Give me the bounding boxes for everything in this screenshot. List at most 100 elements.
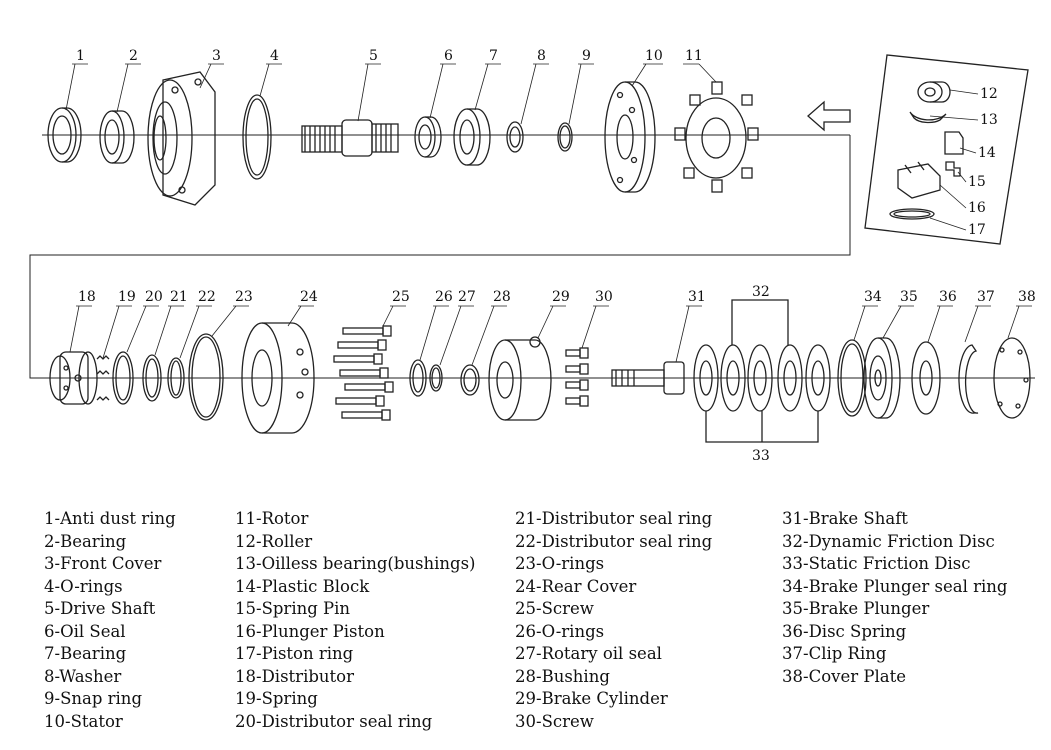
part-label-5: 5 [369, 48, 378, 64]
part-brake-plunger-seal-ring [837, 339, 867, 417]
part-brake-shaft [611, 361, 685, 395]
part-label-28: 28 [493, 289, 511, 305]
part-washer [506, 121, 524, 153]
part-label-16: 16 [968, 200, 986, 216]
part-label-21: 21 [170, 289, 188, 305]
legend-item: 5-Drive Shaft [44, 599, 156, 618]
part-friction-discs [693, 299, 831, 443]
parts-legend: 1-Anti dust ring 2-Bearing 3-Front Cover… [0, 500, 1051, 740]
legend-item: 19-Spring [235, 689, 318, 708]
part-label-36: 36 [939, 289, 957, 305]
part-o-ring-4 [242, 94, 272, 180]
part-label-2: 2 [129, 48, 138, 64]
legend-item: 17-Piston ring [235, 644, 354, 663]
part-distributor [49, 351, 98, 405]
part-disc-spring [911, 341, 941, 415]
part-label-27: 27 [458, 289, 476, 305]
legend-column-2: 11-Rotor 12-Roller 13-Oilless bearing(bu… [235, 508, 475, 733]
part-label-29: 29 [552, 289, 570, 305]
part-label-3: 3 [212, 48, 221, 64]
part-spring-pin [945, 161, 961, 177]
legend-item: 27-Rotary oil seal [515, 644, 662, 663]
part-oil-seal [414, 116, 442, 158]
part-label-8: 8 [537, 48, 546, 64]
part-label-17: 17 [968, 222, 986, 238]
legend-item: 7-Bearing [44, 644, 127, 663]
legend-item: 30-Screw [515, 711, 594, 731]
part-label-10: 10 [645, 48, 663, 64]
part-label-31: 31 [688, 289, 706, 305]
part-bearing-front [99, 110, 135, 164]
part-label-33: 33 [752, 448, 770, 464]
part-piston-ring [889, 208, 935, 220]
part-seal-ring-21 [142, 354, 162, 402]
part-label-18: 18 [78, 289, 96, 305]
part-label-19: 19 [118, 289, 136, 305]
part-rotary-oil-seal [429, 364, 443, 392]
part-label-20: 20 [145, 289, 163, 305]
part-label-6: 6 [444, 48, 453, 64]
part-label-32: 32 [752, 284, 770, 300]
legend-item: 36-Disc Spring [782, 621, 907, 641]
part-label-35: 35 [900, 289, 918, 305]
legend-item: 25-Screw [515, 599, 594, 618]
legend-item: 20-Distributor seal ring [235, 711, 433, 731]
part-plastic-block [944, 131, 964, 155]
part-plunger-piston [897, 161, 941, 199]
part-seal-ring-20 [112, 351, 134, 405]
legend-item: 12-Roller [235, 531, 313, 551]
legend-item: 16-Plunger Piston [235, 621, 385, 641]
part-o-ring-23 [188, 333, 224, 421]
exploded-parts-diagram: 1 2 3 4 5 6 7 8 9 10 11 12 13 14 15 16 1… [29, 48, 1036, 464]
legend-column-3: 21-Distributor seal ring 22-Distributor … [515, 508, 712, 733]
legend-item: 9-Snap ring [44, 689, 143, 708]
part-label-7: 7 [489, 48, 498, 64]
legend-item: 34-Brake Plunger seal ring [782, 576, 1008, 596]
part-label-9: 9 [582, 48, 591, 64]
legend-item: 24-Rear Cover [515, 576, 637, 596]
part-label-14: 14 [978, 145, 996, 161]
legend-item: 33-Static Friction Disc [782, 554, 971, 573]
part-oilless-bearing [909, 111, 947, 124]
part-label-4: 4 [270, 48, 279, 64]
legend-item: 26-O-rings [515, 621, 605, 641]
legend-item: 35-Brake Plunger [782, 599, 930, 618]
legend-column-4: 31-Brake Shaft 32-Dynamic Friction Disc … [782, 508, 1007, 688]
part-screw-set-30 [565, 347, 589, 407]
part-stator [604, 81, 656, 193]
legend-item: 15-Spring Pin [235, 599, 351, 618]
part-o-ring-26 [409, 359, 427, 397]
part-cover-plate [993, 337, 1031, 419]
part-roller [917, 81, 951, 103]
part-rear-cover [241, 322, 315, 434]
legend-item: 6-Oil Seal [44, 621, 126, 641]
part-label-11: 11 [685, 48, 703, 64]
legend-item: 29-Brake Cylinder [515, 689, 668, 708]
part-clip-ring [958, 344, 979, 414]
part-label-38: 38 [1018, 289, 1036, 305]
part-front-cover [147, 71, 216, 206]
part-label-25: 25 [392, 289, 410, 305]
legend-item: 1-Anti dust ring [44, 509, 176, 528]
legend-item: 28-Bushing [515, 666, 610, 686]
part-label-26: 26 [435, 289, 453, 305]
legend-item: 21-Distributor seal ring [515, 509, 713, 528]
legend-column-1: 1-Anti dust ring 2-Bearing 3-Front Cover… [44, 508, 176, 733]
part-anti-dust-ring [47, 107, 82, 163]
part-snap-ring [557, 122, 573, 152]
part-label-24: 24 [300, 289, 318, 305]
part-label-37: 37 [977, 289, 995, 305]
part-spring [96, 355, 110, 401]
legend-item: 11-Rotor [235, 509, 309, 528]
legend-item: 2-Bearing [44, 531, 127, 551]
part-label-30: 30 [595, 289, 613, 305]
legend-item: 8-Washer [44, 666, 122, 686]
arrow-icon [807, 100, 851, 132]
legend-item: 13-Oilless bearing(bushings) [235, 554, 476, 573]
part-brake-cylinder [488, 336, 552, 421]
part-seal-ring-22 [167, 357, 185, 399]
part-screw-set-25 [333, 325, 394, 421]
legend-item: 23-O-rings [515, 554, 605, 573]
legend-item: 31-Brake Shaft [782, 509, 908, 528]
part-bearing-rear [453, 108, 491, 166]
